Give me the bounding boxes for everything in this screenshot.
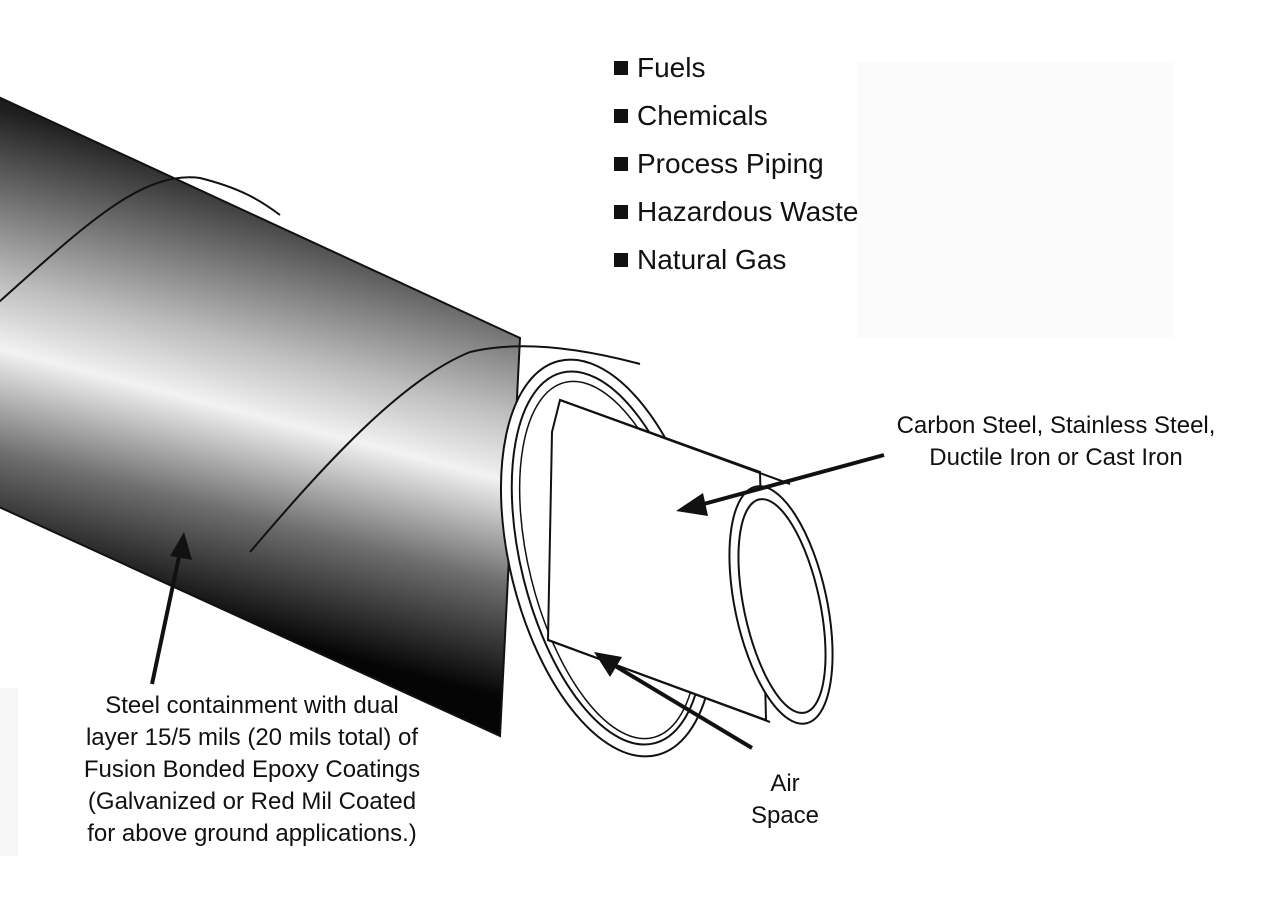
arrow-air-space <box>594 652 754 750</box>
list-item: Hazardous Waste <box>614 188 859 236</box>
containment-label: Steel containment with dual layer 15/5 m… <box>83 692 421 847</box>
carrier-pipe-label: Carbon Steel, Stainless Steel, Ductile I… <box>896 412 1216 471</box>
arrow-containment <box>150 532 192 685</box>
list-item: Chemicals <box>614 92 859 140</box>
outer-jacket <box>0 96 522 738</box>
bullet-square-icon <box>614 109 628 123</box>
air-space-label: Air Space <box>750 770 820 829</box>
bullet-square-icon <box>614 253 628 267</box>
arrow-carrier <box>676 453 885 516</box>
background-panel <box>857 62 1173 338</box>
bullet-square-icon <box>614 205 628 219</box>
carrier-pipe-edge <box>559 399 791 485</box>
list-item: Process Piping <box>614 140 859 188</box>
application-list: Fuels Chemicals Process Piping Hazardous… <box>614 44 859 284</box>
spiral-seam <box>0 176 281 303</box>
list-item: Natural Gas <box>614 236 859 284</box>
bullet-square-icon <box>614 61 628 75</box>
spiral-seam <box>249 345 641 553</box>
carrier-pipe-edge <box>547 639 771 723</box>
bullet-square-icon <box>614 157 628 171</box>
carrier-bore <box>737 498 827 714</box>
background-panel-left <box>0 688 18 856</box>
list-item: Fuels <box>614 44 859 92</box>
